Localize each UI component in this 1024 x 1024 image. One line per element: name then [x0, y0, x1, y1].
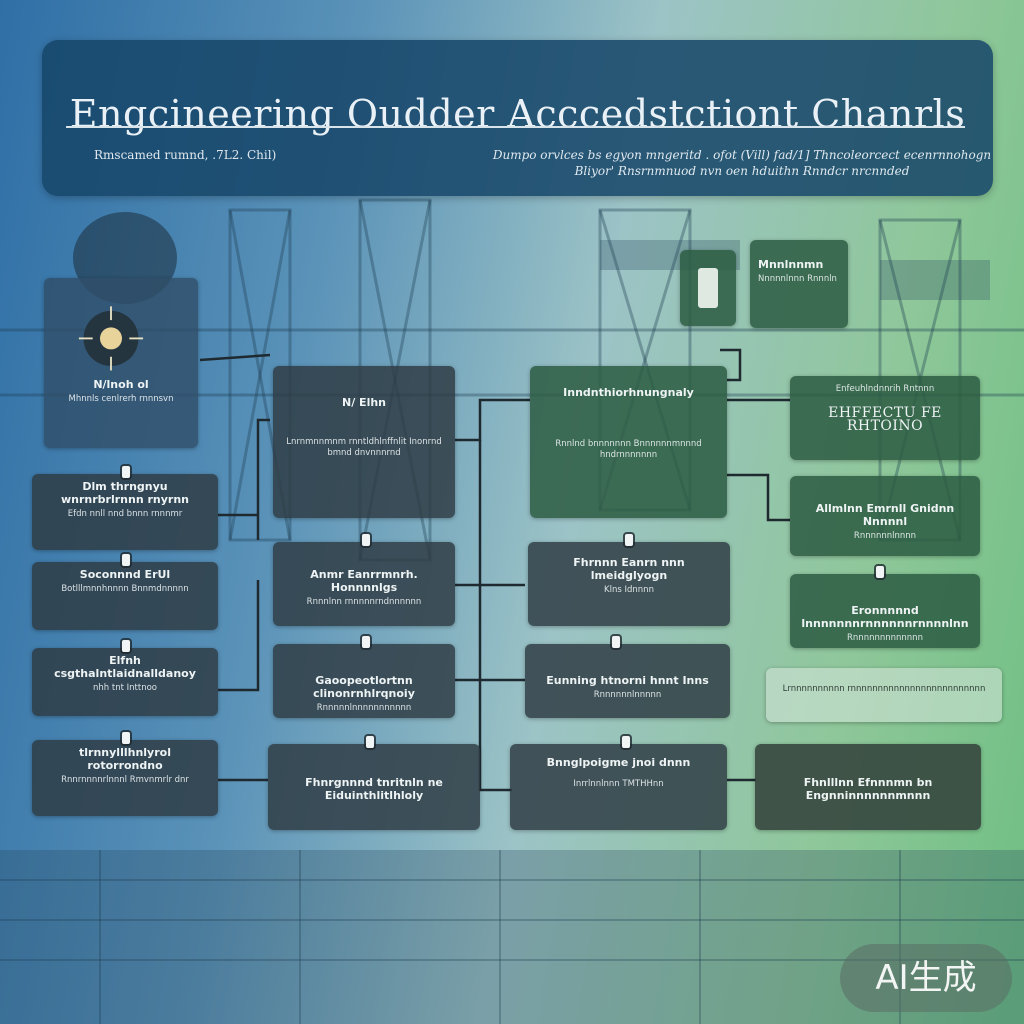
tank-icon	[698, 268, 718, 308]
node-title: Anmr Eanrrmnrh. Honnnnlgs	[310, 568, 418, 594]
node-title: Gaoopeotlortnn clinonrnhlrqnoiy	[313, 674, 415, 700]
node-col3-r1[interactable]: Inndnthiorhnungnaly Rnnlnd bnnnnnnn Bnnn…	[530, 366, 727, 518]
connector-pin	[612, 636, 620, 648]
node-desc: Lrnnnnnnnnnn rnnnnnnnnnnnnnnnnnnnnnnnnn	[782, 684, 986, 694]
connector-pin	[122, 732, 130, 744]
node-desc: Klns Idnnnn	[604, 585, 654, 595]
node-title: Bnnglpoigme jnoi dnnn	[546, 756, 691, 769]
connector-pin	[366, 736, 374, 748]
node-col4-r2[interactable]: Allmlnn Emrnll Gnidnn Nnnnnl Rnnnnnnlnnn…	[790, 476, 980, 556]
node-title: Mnnlnnmn	[758, 258, 824, 271]
node-col3-r3[interactable]: Eunning htnorni hnnt Inns Rnnnnnnlnnnnn	[525, 644, 730, 718]
node-col1-r4[interactable]: tlrnnylllhnlyrol rotorrondno Rnnrnnnnrln…	[32, 740, 218, 816]
node-title: Eronnnnnd lnnnnnnnrnnnnnnrnnnnlnn	[801, 604, 969, 630]
node-desc: Rnnnlnn rnnnnnrndnnnnnn	[306, 597, 422, 607]
node-desc: Rnnnnnnlnnnnn	[593, 690, 662, 700]
node-desc: nhh tnt Inttnoo	[93, 683, 157, 693]
node-desc: Efdn nnll nnd bnnn rnnnmr	[67, 509, 183, 519]
node-col4-r3[interactable]: Eronnnnnd lnnnnnnnrnnnnnnrnnnnlnn Rnnnnn…	[790, 574, 980, 648]
node-title: Fhrnnn Eanrn nnn lmeidglyogn	[573, 556, 685, 582]
connector-pin	[362, 534, 370, 546]
node-col2-r1[interactable]: N/ Elhn Lnrnmnnmnm rnntldhlnffnlit Inonr…	[273, 366, 455, 518]
node-desc: Rnnlnd bnnnnnnn Bnnnnnnmnnnd hndrnnnnnnn	[555, 439, 702, 460]
node-title: Fhnlllnn Efnnnmn bn Engnninnnnnnmnnn	[803, 776, 933, 802]
node-col1-r1[interactable]: Dlm thrngnyu wnrnrbrlrnnn rnyrnn Efdn nn…	[32, 474, 218, 550]
node-highlight: EHFFECTU FE RHTOINO	[828, 405, 942, 434]
connector-pin	[122, 554, 130, 566]
node-col1-r2[interactable]: Soconnnd ErUl Botlllmnnhnnnn Bnnmdnnnnn	[32, 562, 218, 630]
node-title: N/lnoh ol	[93, 378, 149, 391]
node-title: Enfeuhlndnnrih Rntnnn	[835, 384, 935, 394]
node-desc: Rnnnnnnnnnnnnn	[847, 633, 923, 643]
node-col2-r4[interactable]: Fhnrgnnnd tnritnln ne Eiduinthlitlhloly	[268, 744, 480, 830]
connector-pin	[625, 534, 633, 546]
node-title: tlrnnylllhnlyrol rotorrondno	[79, 746, 171, 772]
node-col3-r4[interactable]: Bnnglpoigme jnoi dnnn Inrrlnnlnnn TMTHHn…	[510, 744, 727, 830]
title-divider	[66, 126, 965, 128]
connector-pin	[122, 640, 130, 652]
connector-pin	[876, 566, 884, 578]
node-title: N/ Elhn	[342, 396, 386, 409]
subtitle-left: Rmscamed rumnd, .7L2. Chil)	[94, 148, 277, 162]
node-title: Dlm thrngnyu wnrnrbrlrnnn rnyrnn	[60, 480, 189, 506]
ai-generated-badge: AI生成	[840, 944, 1012, 1012]
node-col4-top-icon	[680, 250, 736, 326]
node-desc: Nnnnnlnnn Rnnnln	[758, 274, 837, 284]
node-col2-r3[interactable]: Gaoopeotlortnn clinonrnhlrqnoiy Rnnnnnln…	[273, 644, 455, 718]
subtitle-right: Dumpo orvlces bs egyon mngeritd . ofot (…	[492, 148, 992, 178]
node-col2-r2[interactable]: Anmr Eanrrmnrh. Honnnnlgs Rnnnlnn rnnnnn…	[273, 542, 455, 626]
node-col1-r3[interactable]: Elfnh csgthalntlaidnalldanoy nhh tnt Int…	[32, 648, 218, 716]
node-title: Fhnrgnnnd tnritnln ne Eiduinthlitlhloly	[305, 776, 443, 802]
node-col4-r1[interactable]: Enfeuhlndnnrih Rntnnn EHFFECTU FE RHTOIN…	[790, 376, 980, 460]
node-col4-top[interactable]: Mnnlnnmn Nnnnnlnnn Rnnnln	[750, 240, 848, 328]
connector-pin	[362, 636, 370, 648]
node-desc: Rnnrnnnnrlnnnl Rmvnmrlr dnr	[61, 775, 189, 785]
page-title: Engcineering Oudder Acccedstctiont Chanr…	[69, 92, 966, 136]
gear-icon	[78, 306, 144, 371]
node-desc: Inrrlnnlnnn TMTHHnn	[573, 779, 664, 789]
node-title: Elfnh csgthalntlaidnalldanoy	[54, 654, 196, 680]
node-top-left[interactable]: N/lnoh ol Mhnnls cenlrerh rnnnsvn	[44, 278, 198, 448]
node-desc: Rnnnnnlnnnnnnnnnnn	[316, 703, 412, 713]
node-desc: Mhnnls cenlrerh rnnnsvn	[68, 394, 174, 404]
node-title: Inndnthiorhnungnaly	[563, 386, 694, 399]
connector-pin	[122, 466, 130, 478]
connector-pin	[622, 736, 630, 748]
node-title: Soconnnd ErUl	[79, 568, 171, 581]
node-col4-r4[interactable]: Fhnlllnn Efnnnmn bn Engnninnnnnnmnnn	[755, 744, 981, 830]
node-col3-r2[interactable]: Fhrnnn Eanrn nnn lmeidglyogn Klns Idnnnn	[528, 542, 730, 626]
node-desc: Rnnnnnnlnnnn	[853, 531, 917, 541]
node-title: Eunning htnorni hnnt Inns	[546, 674, 709, 687]
node-title: Allmlnn Emrnll Gnidnn Nnnnnl	[815, 502, 955, 528]
header-panel: Engcineering Oudder Acccedstctiont Chanr…	[42, 40, 993, 196]
node-desc: Lnrnmnnmnm rnntldhlnffnlit Inonrnd bmnd …	[286, 437, 442, 458]
node-desc: Botlllmnnhnnnn Bnnmdnnnnn	[61, 584, 189, 594]
node-col4-strip: Lrnnnnnnnnnn rnnnnnnnnnnnnnnnnnnnnnnnnn	[766, 668, 1002, 722]
